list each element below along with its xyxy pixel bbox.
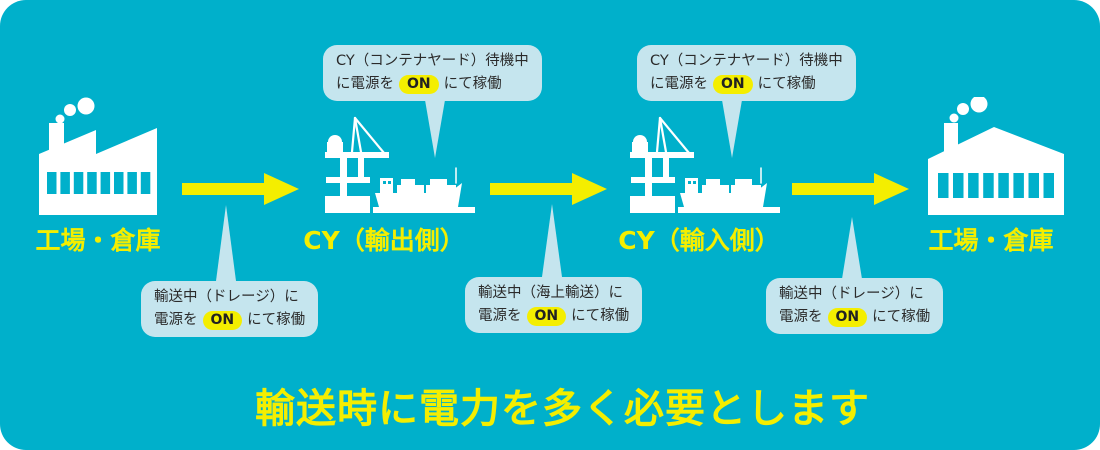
bubble-line: 輸送中（海上輸送）に (478, 285, 623, 301)
stage-label-cy-export: CY（輸出側） (303, 226, 465, 255)
warehouse-icon (928, 97, 1064, 215)
footer-headline: 輸送時に電力を多く必要とします (255, 386, 870, 432)
stage-label-factory-right: 工場・倉庫 (928, 226, 1054, 255)
bubble-tail (722, 100, 742, 158)
bubble-tail (542, 204, 562, 277)
stage-label-cy-import: CY（輸入側） (618, 226, 780, 255)
bubble-line: 輸送中（ドレージ）に (154, 289, 299, 305)
on-badge: ON (399, 75, 439, 94)
bubble-line: CY（コンテナヤード）待機中 (336, 53, 529, 69)
flow-arrow-icon (792, 173, 909, 205)
on-badge: ON (713, 75, 753, 94)
bubble-line: 輸送中（ドレージ）に (779, 286, 924, 302)
stage-label-factory-left: 工場・倉庫 (35, 226, 161, 255)
on-badge: ON (202, 311, 243, 330)
flow-arrow-icon (182, 173, 299, 205)
on-badge: ON (827, 308, 868, 327)
on-badge: ON (526, 307, 567, 326)
bubble-line: CY（コンテナヤード）待機中 (650, 53, 843, 69)
bubble-tail (425, 100, 445, 158)
flow-arrow-icon (490, 173, 607, 205)
port-crane-ship-icon (630, 116, 780, 213)
factory-icon (39, 97, 157, 215)
bubble-tail (842, 217, 862, 279)
port-crane-ship-icon (325, 116, 475, 213)
bubble-tail (216, 205, 236, 281)
